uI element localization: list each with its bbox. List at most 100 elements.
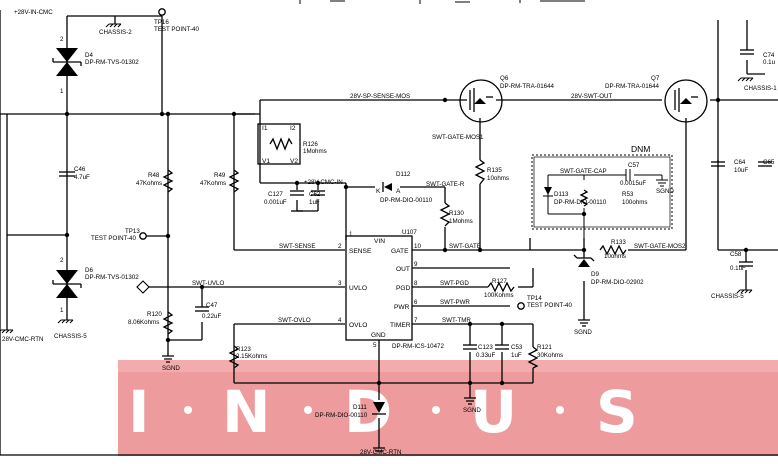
u107-num: 8 (414, 280, 418, 287)
c62-ref: C62 (309, 191, 321, 198)
r133-ref: R133 (611, 239, 626, 246)
u107-num: 2 (338, 243, 342, 250)
r48-val: 47Kohms (136, 180, 162, 187)
c57-ref: C57 (628, 162, 640, 169)
d113-ref: D113 (554, 191, 569, 198)
watermark-letter: D (344, 378, 392, 446)
c127-ref: C127 (268, 191, 283, 198)
net-swt-tmr: SWT-TMR (442, 317, 471, 324)
c47-val: 0.22uF (202, 313, 221, 320)
chassis-1-label: CHASSIS-1 (744, 85, 777, 92)
tp13-val: TEST POINT-40 (91, 235, 136, 242)
u107-pin-ovlo: OVLO (349, 322, 367, 329)
c62-val: 1uF (309, 199, 320, 206)
c74-ref: C74 (763, 52, 775, 59)
r120-ref: R120 (147, 311, 162, 318)
r126-pin: I1 (262, 125, 268, 132)
watermark-letter: U (470, 378, 517, 446)
c53-ref: C53 (511, 344, 523, 351)
sgnd-label: SGND (162, 365, 180, 372)
rtn-left-label: 28V-CMC-RTN (2, 336, 43, 343)
net-cmc-in: +28V-CMC-IN (304, 179, 343, 186)
watermark: I N D U S (118, 360, 778, 456)
watermark-letter: N (222, 378, 271, 446)
r126-ref: R126 (303, 141, 318, 148)
r135-val: 10ohms (487, 175, 509, 182)
tp16-ref: TP16 (154, 19, 169, 26)
watermark-letter: S (596, 378, 638, 446)
rtn-cmc-label: 28V-CMC-RTN (360, 449, 401, 456)
u107-num: 1 (349, 231, 353, 238)
u107-num: 4 (338, 317, 342, 324)
d111-ref: D111 (353, 404, 367, 411)
r126-pin: V1 (262, 158, 270, 165)
r123-val: 2.15Kohms (236, 353, 267, 360)
r126-pin: I2 (290, 125, 296, 132)
net-swt-ovlo: SWT-OVLO (278, 317, 311, 324)
dnm-box (531, 154, 673, 230)
r53-ref: R53 (622, 191, 634, 198)
r123-ref: R123 (236, 346, 251, 353)
u107-pin-pgd: PGD (396, 285, 411, 292)
tvs-diode-d6 (52, 270, 82, 298)
c58-val: 0.1uF (730, 265, 746, 272)
u107-pin-out: OUT (396, 266, 410, 273)
tp13-ref: TP13 (125, 228, 140, 235)
u107-pin-vin: VIN (374, 238, 385, 245)
c46-ref: C46 (74, 166, 86, 173)
tp16-val: TEST POINT-40 (154, 26, 199, 33)
c64-val: 10uF (734, 167, 748, 174)
u107-num: 6 (414, 299, 418, 306)
q7-pn: DP-RM-TRA-01644 (605, 83, 660, 90)
diode-d113 (543, 187, 553, 197)
r121-val: 30Kohms (537, 352, 563, 359)
d9-ref: D9 (591, 271, 599, 278)
r121-ref: R121 (537, 344, 552, 351)
net-sp-sense: 28V-SP-SENSE-MOS (350, 93, 410, 100)
chassis-5-label: CHASSIS-5 (54, 333, 87, 340)
u107-pin-uvlo: UVLO (349, 285, 367, 292)
net-gate-mos1: SWT-GATE-MOS1 (432, 134, 484, 141)
net-gate-r: SWT-GATE-R (426, 181, 465, 188)
c74-val: 0.1u (763, 59, 776, 66)
r53-val: 100ohms (622, 199, 647, 206)
chassis-2-label: CHASSIS-2 (99, 29, 132, 36)
d4-ref: D4 (85, 52, 93, 59)
chassis-5-label: CHASSIS-5 (711, 293, 744, 300)
d6-pin: 2 (60, 257, 64, 264)
d112-ref: D112 (396, 171, 411, 178)
capacitors (195, 49, 772, 350)
q6-pn: DP-RM-TRA-01644 (500, 83, 555, 90)
c58-ref: C58 (730, 251, 742, 258)
net-gate-mos2: SWT-GATE-MOS2 (634, 243, 686, 250)
net-swt-sense: SWT-SENSE (279, 243, 315, 250)
d6-pn: DP-RM-TVS-01302 (85, 274, 139, 281)
test-points (136, 8, 525, 310)
q7-ref: Q7 (651, 75, 660, 82)
d112-k: K (376, 188, 381, 195)
d6-ref: D6 (85, 267, 93, 274)
net-swt-gate: SWT-GATE (449, 243, 481, 250)
c123-ref: C123 (478, 344, 493, 351)
u107-num: 7 (414, 317, 418, 324)
u107-num: 10 (414, 243, 421, 250)
c57-val: 0.0015uF (620, 180, 646, 187)
d4-pin: 1 (60, 88, 64, 95)
r49-ref: R49 (214, 172, 226, 179)
c46-val: 4.7uF (74, 174, 90, 181)
sgnd-label: SGND (574, 329, 592, 336)
r127-val: 100Kohms (484, 292, 514, 299)
sgnd-label: SGND (656, 188, 674, 195)
u107-pn: DP-RM-ICS-10472 (392, 343, 444, 350)
c123-val: 0.33uF (476, 352, 495, 359)
u107-pin-sense: SENSE (349, 248, 372, 255)
diode-d9 (573, 254, 595, 267)
r49-val: 47Kohms (200, 180, 226, 187)
q6-ref: Q6 (500, 75, 509, 82)
d111-pn: DP-RM-DIO-00110 (315, 412, 368, 419)
ground-symbols (0, 23, 754, 452)
u107-pin-timer: TIMER (390, 322, 411, 329)
net-in-28v: +28V-IN-CMC (14, 9, 53, 16)
wires (0, 10, 778, 456)
r130-ref: R130 (449, 210, 464, 217)
